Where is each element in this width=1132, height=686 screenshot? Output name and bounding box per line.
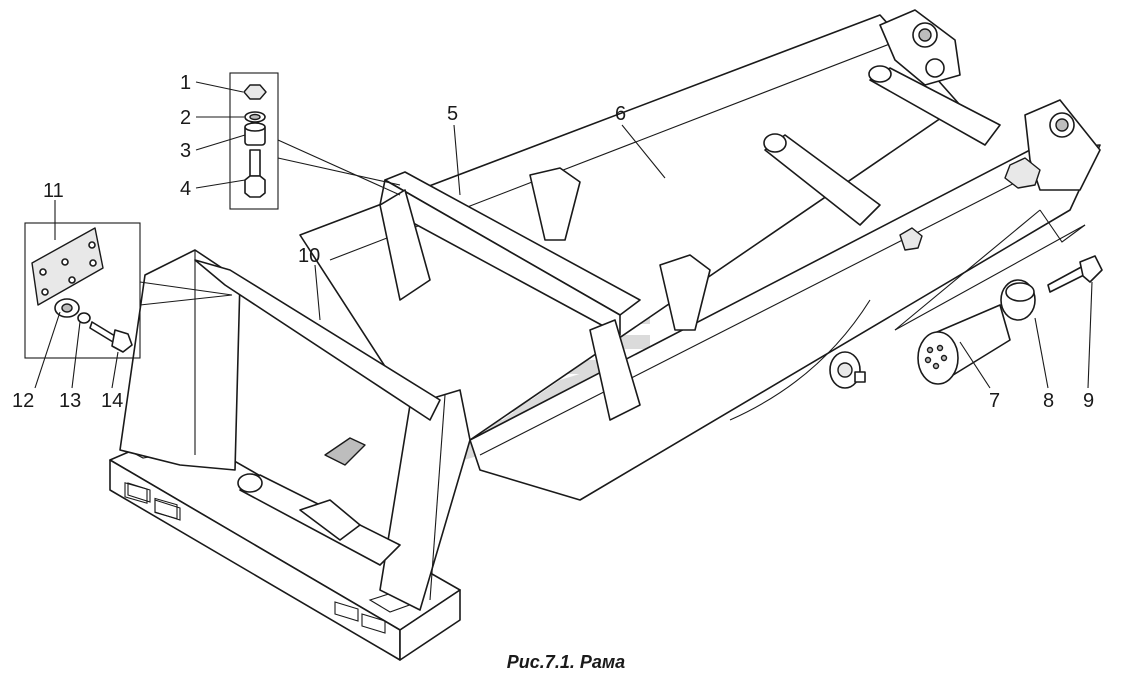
callout-3: 3: [180, 140, 191, 162]
callout-2: 2: [180, 107, 191, 129]
callout-11: 11: [43, 180, 64, 202]
callout-9: 9: [1083, 390, 1094, 412]
callout-12: 12: [12, 390, 34, 412]
callout-10: 10: [298, 245, 320, 267]
callout-1: 1: [180, 72, 191, 94]
plate-set-box: [24, 222, 233, 359]
callout-14: 14: [101, 390, 123, 412]
bushing-set: [894, 209, 1103, 385]
callout-8: 8: [1043, 390, 1054, 412]
figure-caption: Рис.7.1. Рама: [506, 652, 626, 672]
callout-5: 5: [447, 103, 458, 125]
callout-7: 7: [989, 390, 1000, 412]
frame-body: [109, 9, 1101, 661]
fastener-set-box: [229, 72, 401, 210]
callout-4: 4: [180, 178, 191, 200]
callout-6: 6: [615, 103, 626, 125]
leader-lines: [34, 81, 1093, 389]
callout-labels: 1 2 3 4 5 6 7 8 9 10 11 12 13 14: [12, 72, 1094, 412]
callout-13: 13: [59, 390, 81, 412]
